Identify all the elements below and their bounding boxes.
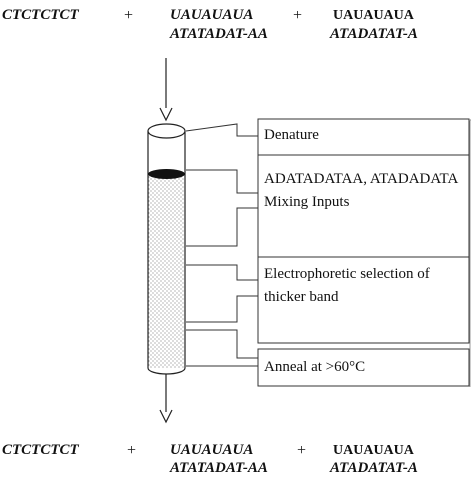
step-box-denature [257, 118, 470, 156]
bottom-term-2-line-2: ATATADAT-AA [170, 460, 268, 476]
top-term-3-line-1: UAUAUAUA [333, 8, 414, 23]
bottom-term-2-line-1: UAUAUAUA [170, 442, 254, 458]
top-plus-2: + [293, 7, 303, 24]
step-label-electrophoresis: Electrophoretic selection of thicker ban… [264, 266, 430, 305]
top-term-1: CTCTCTCT [2, 7, 79, 23]
connector-mixing-lower [186, 207, 258, 247]
bottom-plus-2: + [297, 442, 307, 459]
bottom-plus-1: + [127, 442, 137, 459]
separation-column [147, 123, 186, 375]
step-boxes [257, 118, 471, 387]
top-term-2-line-2: ATATADAT-AA [170, 26, 268, 42]
bottom-term-1: CTCTCTCT [2, 442, 79, 458]
bottom-term-3-line-2: ATADATAT-A [330, 460, 418, 476]
connector-mixing [186, 169, 258, 194]
column-stippled-packing [148, 174, 185, 368]
step-label-denature: Denature [264, 127, 319, 143]
top-plus-1: + [124, 7, 134, 24]
column-bottom [147, 367, 186, 375]
output-arrow [159, 374, 173, 424]
column-top-opening [147, 123, 186, 139]
connector-lines [185, 123, 258, 367]
top-term-2-line-1: UAUAUAUA [170, 7, 254, 23]
step-label-mixing: ADATADATAA, ATADADATA Mixing Inputs [264, 171, 458, 210]
column-dark-band [148, 169, 185, 179]
step-box-electrophoresis [257, 256, 470, 344]
bottom-term-3-line-1: UAUAUAUA [333, 443, 414, 458]
input-arrow [159, 58, 173, 122]
step-box-anneal [257, 348, 470, 387]
connector-denature [185, 123, 258, 137]
step-box-mixing [257, 154, 470, 258]
step-label-anneal: Anneal at >60°C [264, 359, 366, 375]
connector-anneal-upper [186, 329, 258, 359]
connector-electrophoresis-lower [186, 295, 258, 323]
connector-electrophoresis [186, 264, 258, 281]
top-term-3-line-2: ATADATAT-A [330, 26, 418, 42]
